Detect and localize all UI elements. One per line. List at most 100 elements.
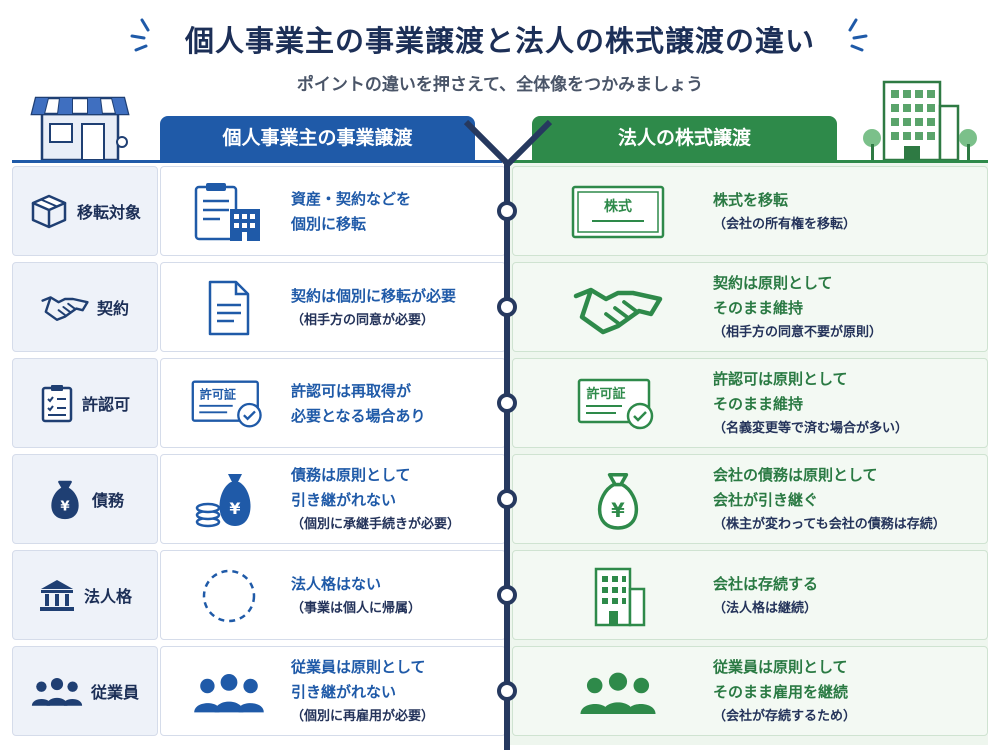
corporate-share-text: 許認可は原則としてそのまま維持 （名義変更等で済む場合が多い） — [713, 359, 988, 449]
left-header-underline — [12, 160, 502, 163]
note-text: （個別に再雇用が必要） — [291, 709, 435, 724]
spine-node — [497, 297, 517, 317]
document-icon — [189, 275, 269, 341]
spine-node — [497, 201, 517, 221]
svg-text:許可証: 許可証 — [586, 386, 625, 402]
note-text: （株主が変わっても会社の債務は存続） — [713, 517, 946, 532]
main-text-line: 会社は存続する — [713, 574, 819, 593]
people-icon — [568, 659, 668, 725]
handshake-icon — [41, 289, 89, 325]
main-text-line: 債務は原則として — [291, 466, 411, 484]
individual-business-cell: 契約は個別に移転が必要 （相手方の同意が必要） — [160, 262, 506, 352]
checklist-icon — [40, 383, 74, 423]
spine-node — [497, 489, 517, 509]
individual-business-cell: 許可証 許認可は再取得が必要となる場合あり — [160, 358, 506, 448]
note-text: （会社が存続するため） — [713, 709, 857, 724]
individual-business-cell: 従業員は原則として引き継がれない （個別に再雇用が必要） — [160, 646, 506, 736]
note-text: （相手方の同意が必要） — [291, 312, 435, 328]
main-text-line: 資産・契約などを — [291, 190, 412, 208]
main-text-line: 契約は原則として — [713, 274, 833, 292]
page-title: 個人事業主の事業譲渡と法人の株式譲渡の違い — [184, 24, 815, 58]
institution-icon — [38, 577, 76, 613]
main-text-line: 従業員は原則として — [713, 658, 848, 676]
individual-business-cell: 資産・契約などを個別に移転 — [160, 166, 506, 256]
individual-business-text: 許認可は再取得が必要となる場合あり — [291, 359, 506, 449]
center-spine — [504, 160, 510, 750]
individual-business-text: 契約は個別に移転が必要 （相手方の同意が必要） — [291, 263, 506, 353]
box-icon — [29, 193, 69, 229]
money-bag-icon: ¥ — [568, 467, 668, 533]
corporate-share-text: 株式を移転 （会社の所有権を移転） — [713, 167, 988, 257]
individual-business-cell: ¥ 債務は原則として引き継がれない （個別に承継手続きが必要） — [160, 454, 506, 544]
corporate-share-text: 従業員は原則としてそのまま雇用を継続 （会社が存続するため） — [713, 647, 988, 737]
dashed-circle-icon — [189, 563, 269, 629]
note-text: （会社の所有権を移転） — [713, 216, 857, 232]
permit-certificate-icon: 許可証 — [189, 371, 269, 437]
main-text-line: 引き継がれない — [291, 683, 397, 701]
corporate-share-cell: 許可証 許認可は原則としてそのまま維持 （名義変更等で済む場合が多い） — [512, 358, 988, 448]
category-label: 移転対象 — [76, 203, 141, 222]
page-subtitle: ポイントの違いを押さえて、全体像をつかみましょう — [296, 75, 704, 95]
main-text-line: 個別に移転 — [291, 215, 367, 233]
main-text-line: 引き継がれない — [291, 491, 397, 509]
people-icon — [31, 676, 83, 706]
corporate-share-text: 契約は原則としてそのまま維持 （相手方の同意不要が原則） — [713, 263, 988, 353]
people-icon — [189, 659, 269, 725]
individual-business-text: 資産・契約などを個別に移転 — [291, 167, 506, 257]
svg-text:許可証: 許可証 — [200, 386, 236, 401]
individual-business-text: 従業員は原則として引き継がれない （個別に再雇用が必要） — [291, 647, 506, 737]
corporate-share-cell: ¥ 会社の債務は原則として会社が引き継ぐ （株主が変わっても会社の債務は存続） — [512, 454, 988, 544]
category-cell: 法人格 — [12, 550, 158, 640]
category-cell: 許認可 — [12, 358, 158, 448]
individual-business-cell: 法人格はない （事業は個人に帰属） — [160, 550, 506, 640]
main-text-line: 許認可は原則として — [713, 370, 848, 388]
main-text-line: 会社が引き継ぐ — [713, 491, 819, 509]
main-text-line: 必要となる場合あり — [291, 407, 426, 425]
corporate-share-text: 会社の債務は原則として会社が引き継ぐ （株主が変わっても会社の債務は存続） — [713, 455, 988, 545]
main-text-line: そのまま維持 — [713, 395, 804, 413]
category-cell: 契約 — [12, 262, 158, 352]
main-text-line: 契約は個別に移転が必要 — [291, 286, 457, 305]
category-cell: ¥ 債務 — [12, 454, 158, 544]
comparison-row: ¥ 債務 ¥ 債務は原則として引き継がれない （個別に承継手続きが必要） ¥ 会… — [12, 454, 988, 544]
office-building-icon — [568, 563, 668, 629]
individual-business-text: 債務は原則として引き継がれない （個別に承継手続きが必要） — [291, 455, 506, 545]
svg-text:¥: ¥ — [60, 499, 70, 514]
svg-text:¥: ¥ — [611, 499, 625, 522]
category-cell: 従業員 — [12, 646, 158, 736]
main-text-line: そのまま維持 — [713, 299, 804, 317]
main-text-line: 会社の債務は原則として — [713, 466, 878, 484]
money-bag-icon: ¥ — [46, 478, 84, 520]
shop-icon — [30, 96, 130, 162]
corporate-share-cell: 株式 株式を移転 （会社の所有権を移転） — [512, 166, 988, 256]
comparison-row: 許認可 許可証 許認可は再取得が必要となる場合あり 許可証 許認可は原則としてそ… — [12, 358, 988, 448]
main-text-line: 許認可は再取得が — [291, 382, 412, 400]
note-text: （相手方の同意不要が原則） — [713, 325, 883, 340]
sparkle-right-icon — [848, 18, 868, 52]
spine-node — [497, 585, 517, 605]
svg-text:株式: 株式 — [604, 198, 632, 215]
main-text-line: 法人格はない — [291, 574, 382, 593]
corporate-share-text: 会社は存続する （法人格は継続） — [713, 551, 988, 641]
right-column-header: 法人の株式譲渡 — [532, 116, 837, 160]
main-text-line: 従業員は原則として — [291, 658, 426, 676]
main-text-line: そのまま雇用を継続 — [713, 683, 849, 701]
category-label: 債務 — [91, 491, 124, 510]
sparkle-left-icon — [130, 18, 150, 52]
note-text: （名義変更等で済む場合が多い） — [713, 421, 909, 436]
stock-certificate-icon: 株式 — [568, 179, 668, 245]
spine-node — [497, 681, 517, 701]
clipboard-building-icon — [189, 179, 269, 245]
category-label: 許認可 — [81, 395, 130, 414]
category-label: 契約 — [96, 299, 129, 318]
handshake-icon — [568, 275, 668, 341]
category-label: 従業員 — [90, 683, 139, 702]
category-cell: 移転対象 — [12, 166, 158, 256]
category-label: 法人格 — [83, 587, 132, 606]
comparison-row: 契約 契約は個別に移転が必要 （相手方の同意が必要） 契約は原則としてそのまま維… — [12, 262, 988, 352]
company-building-icon — [863, 80, 977, 162]
permit-certificate-icon: 許可証 — [568, 371, 668, 437]
corporate-share-cell: 従業員は原則としてそのまま雇用を継続 （会社が存続するため） — [512, 646, 988, 736]
money-bag-coins-icon: ¥ — [189, 467, 269, 533]
comparison-row: 移転対象 資産・契約などを個別に移転 株式 株式を移転 （会社の所有権を移転） — [12, 166, 988, 256]
